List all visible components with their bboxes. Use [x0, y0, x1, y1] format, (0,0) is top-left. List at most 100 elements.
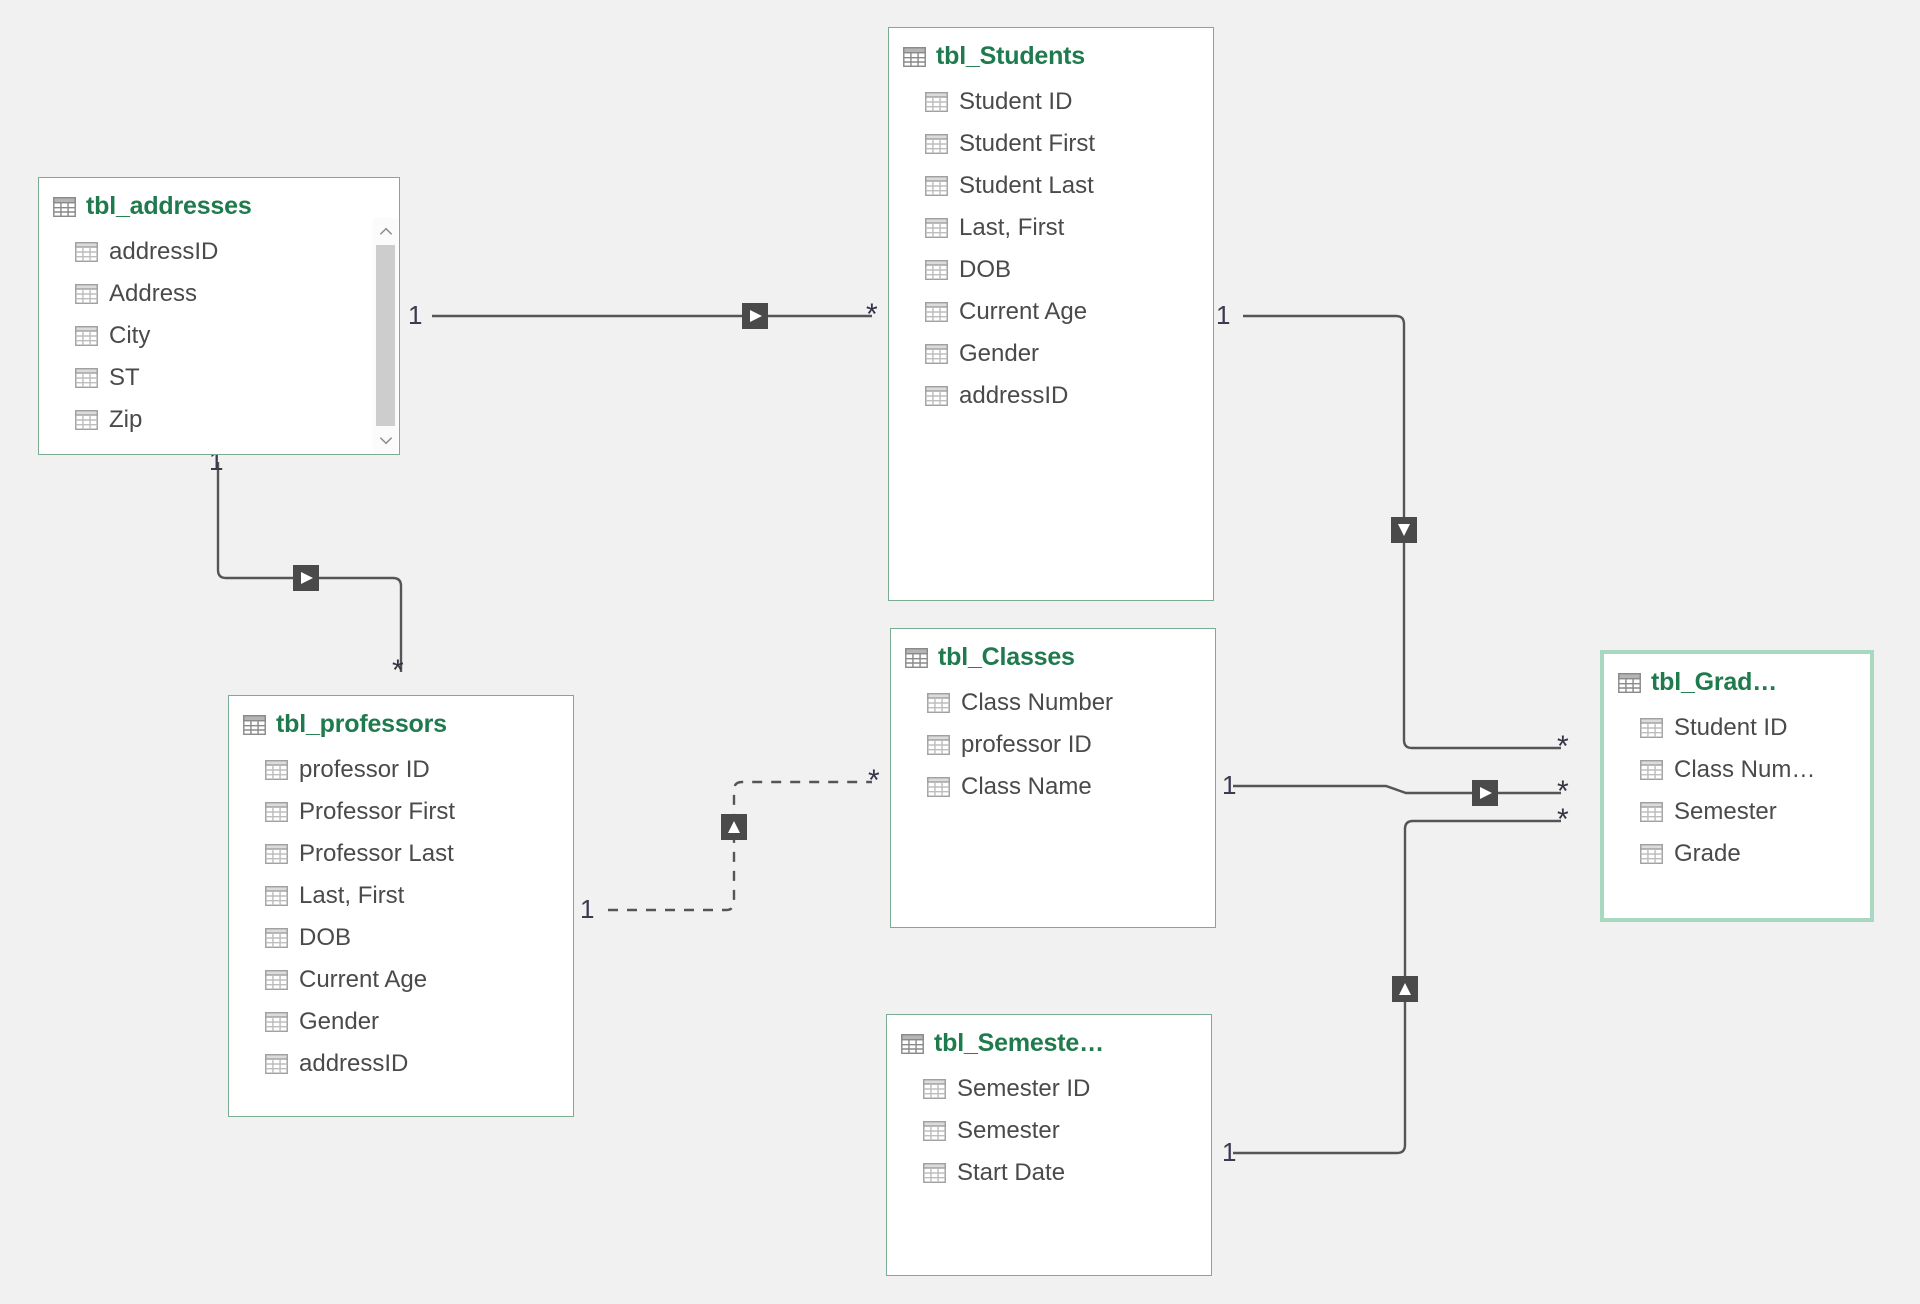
field-row[interactable]: Student First [925, 123, 1213, 165]
field-row[interactable]: Student ID [925, 81, 1213, 123]
field-label: professor ID [961, 731, 1092, 758]
field-icon [265, 970, 288, 990]
field-label: DOB [299, 924, 352, 951]
table-card-tbl-grades[interactable]: tbl_Grad… Student ID Class Num… Semester [1600, 650, 1874, 922]
field-row[interactable]: Student Last [925, 165, 1213, 207]
field-label: professor ID [299, 756, 430, 783]
field-list: professor ID Professor First Professor L… [229, 745, 573, 1085]
field-list: Class Number professor ID Class Name [891, 678, 1215, 808]
field-row[interactable]: addressID [265, 1043, 573, 1085]
field-label: ST [109, 364, 140, 391]
field-icon [925, 386, 948, 406]
field-label: Professor Last [299, 840, 454, 867]
field-icon [923, 1079, 946, 1099]
chevron-down-icon[interactable] [373, 427, 398, 453]
field-row[interactable]: Professor First [265, 791, 573, 833]
field-icon [925, 302, 948, 322]
table-title: tbl_Semeste… [934, 1029, 1104, 1057]
field-row[interactable]: Gender [265, 1001, 573, 1043]
field-list: Student ID Class Num… Semester Grade [1604, 703, 1870, 875]
table-card-tbl-addresses[interactable]: tbl_addresses addressID [38, 177, 400, 455]
field-row[interactable]: Class Name [927, 766, 1215, 808]
field-row[interactable]: professor ID [927, 724, 1215, 766]
field-label: Class Number [961, 689, 1114, 716]
field-row[interactable]: addressID [925, 375, 1213, 417]
cardinality-many-addresses-professors: * [392, 654, 404, 687]
table-header: tbl_Classes [891, 629, 1215, 678]
field-list: Student ID Student First Student Last La… [889, 77, 1213, 417]
field-icon [1640, 844, 1663, 864]
cardinality-many-addresses-students: * [866, 298, 878, 331]
chevron-up-icon[interactable] [373, 218, 398, 244]
field-row[interactable]: Semester [1640, 791, 1870, 833]
table-header: tbl_professors [229, 696, 573, 745]
field-label: Current Age [959, 298, 1088, 325]
field-row[interactable]: DOB [265, 917, 573, 959]
table-scrollbar[interactable] [373, 218, 398, 453]
field-label: Gender [959, 340, 1040, 367]
table-card-tbl-professors[interactable]: tbl_professors professor ID Professor Fi… [228, 695, 574, 1117]
field-row[interactable]: professor ID [265, 749, 573, 791]
field-icon [925, 344, 948, 364]
field-icon [925, 92, 948, 112]
field-row[interactable]: Class Num… [1640, 749, 1870, 791]
field-label: Class Name [961, 773, 1092, 800]
field-row[interactable]: addressID [75, 231, 399, 273]
field-row[interactable]: ST [75, 357, 399, 399]
field-row[interactable]: DOB [925, 249, 1213, 291]
field-list: addressID Address [39, 227, 399, 441]
field-row[interactable]: Last, First [925, 207, 1213, 249]
cardinality-one-addresses-students: 1 [408, 300, 423, 330]
relationship-line-classes-grades [1233, 784, 1561, 795]
field-icon [265, 844, 288, 864]
field-icon [1640, 718, 1663, 738]
table-icon [901, 1033, 924, 1054]
field-icon [927, 777, 950, 797]
field-row[interactable]: Professor Last [265, 833, 573, 875]
field-label: Semester ID [957, 1075, 1091, 1102]
field-row[interactable]: Current Age [265, 959, 573, 1001]
field-icon [75, 284, 98, 304]
field-label: Address [109, 280, 198, 307]
field-icon [1640, 802, 1663, 822]
field-row[interactable]: Semester ID [923, 1068, 1211, 1110]
table-card-tbl-classes[interactable]: tbl_Classes Class Number professor ID Cl… [890, 628, 1216, 928]
field-label: Student ID [959, 88, 1073, 115]
table-header: tbl_addresses [39, 178, 399, 227]
table-card-tbl-students[interactable]: tbl_Students Student ID Student First St… [888, 27, 1214, 601]
arrow-right-icon [293, 565, 319, 591]
cardinality-many-semesters-grades: * [1557, 803, 1569, 836]
table-card-tbl-semesters[interactable]: tbl_Semeste… Semester ID Semester Start … [886, 1014, 1212, 1276]
field-row[interactable]: Grade [1640, 833, 1870, 875]
table-title: tbl_professors [276, 710, 447, 738]
field-row[interactable]: Student ID [1640, 707, 1870, 749]
field-icon [265, 802, 288, 822]
field-row[interactable]: City [75, 315, 399, 357]
table-icon [243, 714, 266, 735]
field-icon [75, 242, 98, 262]
table-icon [905, 647, 928, 668]
arrow-up-icon [1392, 976, 1418, 1002]
field-row[interactable]: Address [75, 273, 399, 315]
field-row[interactable]: Current Age [925, 291, 1213, 333]
field-row[interactable]: Gender [925, 333, 1213, 375]
field-icon [925, 134, 948, 154]
table-title: tbl_Grad… [1651, 668, 1777, 696]
table-header: tbl_Semeste… [887, 1015, 1211, 1064]
field-label: Current Age [299, 966, 428, 993]
field-label: Start Date [957, 1159, 1066, 1186]
field-label: Last, First [959, 214, 1065, 241]
field-label: Class Num… [1674, 756, 1816, 783]
field-row[interactable]: Class Number [927, 682, 1215, 724]
table-icon [53, 196, 76, 217]
field-row[interactable]: Last, First [265, 875, 573, 917]
arrow-up-icon [721, 814, 747, 840]
field-row[interactable]: Start Date [923, 1152, 1211, 1194]
arrow-down-icon [1391, 517, 1417, 543]
field-row[interactable]: Zip [75, 399, 399, 441]
field-icon [925, 176, 948, 196]
field-row[interactable]: Semester [923, 1110, 1211, 1152]
field-label: Student Last [959, 172, 1094, 199]
scrollbar-thumb[interactable] [376, 245, 395, 426]
